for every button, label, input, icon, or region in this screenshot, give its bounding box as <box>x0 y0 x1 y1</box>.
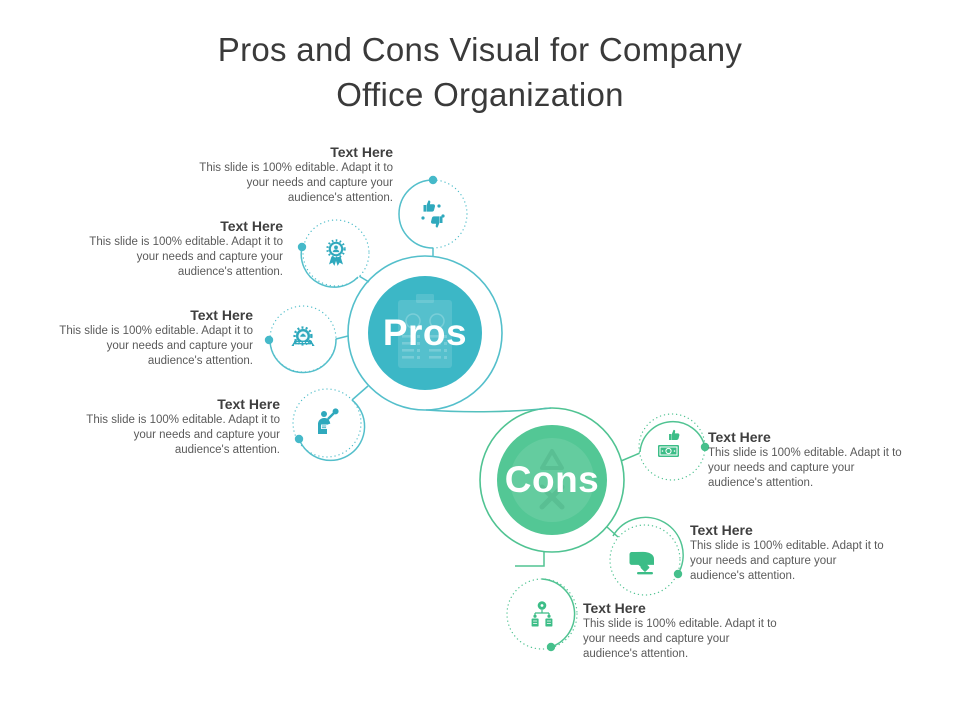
pros-item-3-body: This slide is 100% editable. Adapt it to… <box>59 325 253 367</box>
org-hierarchy-money-icon <box>531 601 553 627</box>
icon-circles <box>269 179 706 650</box>
cons-item-3-body: This slide is 100% editable. Adapt it to… <box>583 618 777 660</box>
pros-item-2-heading: Text Here <box>220 218 283 234</box>
cons-connectors <box>515 452 641 567</box>
cons-item-3-heading: Text Here <box>583 600 646 616</box>
pros-cons-connector-line <box>425 407 552 413</box>
pros-item-1-body: This slide is 100% editable. Adapt it to… <box>199 162 393 204</box>
cons-item-1: Text Here This slide is 100% editable. A… <box>708 429 908 491</box>
pros-connectors <box>335 248 434 401</box>
clipboard-watermark-icon <box>398 294 452 368</box>
thumbs-feedback-icon <box>421 200 445 228</box>
pros-item-3: Text Here This slide is 100% editable. A… <box>53 307 253 369</box>
thumb-up-money-icon <box>658 429 680 457</box>
cons-circle: Cons <box>497 425 607 535</box>
pros-item-4-body: This slide is 100% editable. Adapt it to… <box>86 414 280 456</box>
pros-circle: Pros <box>368 276 482 390</box>
connector-dots <box>264 175 710 652</box>
pros-item-3-heading: Text Here <box>190 307 253 323</box>
slide-title: Pros and Cons Visual for Company Office … <box>0 27 960 117</box>
title-line-2: Office Organization <box>336 76 624 113</box>
cons-item-3: Text Here This slide is 100% editable. A… <box>583 600 783 662</box>
pros-item-4: Text Here This slide is 100% editable. A… <box>80 396 280 458</box>
cons-item-1-body: This slide is 100% editable. Adapt it to… <box>708 447 902 489</box>
cons-item-2: Text Here This slide is 100% editable. A… <box>690 522 890 584</box>
gear-machinery-icon <box>291 326 315 346</box>
pros-item-1: Text Here This slide is 100% editable. A… <box>193 144 393 206</box>
pros-item-4-heading: Text Here <box>217 396 280 412</box>
hand-donation-icon <box>629 551 654 575</box>
title-line-1: Pros and Cons Visual for Company <box>217 31 743 68</box>
pros-item-2-body: This slide is 100% editable. Adapt it to… <box>89 236 283 278</box>
cons-label: Cons <box>504 459 600 500</box>
cons-item-2-heading: Text Here <box>690 522 753 538</box>
person-celebrating-icon <box>318 408 339 434</box>
triangle-cross-watermark-icon <box>510 438 594 522</box>
cons-outer-ring <box>479 407 625 553</box>
cons-item-2-body: This slide is 100% editable. Adapt it to… <box>690 540 884 582</box>
pros-label: Pros <box>382 312 468 353</box>
pros-outer-ring <box>347 255 503 411</box>
pros-item-1-heading: Text Here <box>330 144 393 160</box>
cons-item-1-heading: Text Here <box>708 429 771 445</box>
pros-item-2: Text Here This slide is 100% editable. A… <box>83 218 283 280</box>
